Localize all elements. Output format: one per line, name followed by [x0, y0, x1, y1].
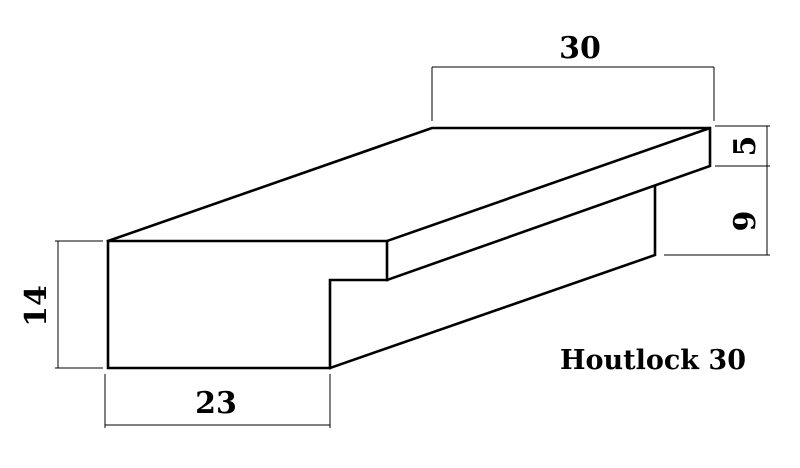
profile-lower-body — [328, 185, 657, 370]
profile-lip-edge — [385, 126, 712, 282]
profile-front-face — [106, 239, 389, 370]
dimension-lines — [55, 66, 770, 428]
dimension-total-height: 14 — [19, 285, 54, 327]
profile-top-surface — [106, 126, 711, 243]
dimension-bottom-width: 23 — [195, 386, 237, 421]
dimension-step-height: 9 — [728, 211, 763, 232]
dimension-top-thickness: 5 — [728, 136, 763, 157]
product-name: Houtlock 30 — [560, 345, 746, 376]
dimension-top-width: 30 — [559, 31, 601, 66]
